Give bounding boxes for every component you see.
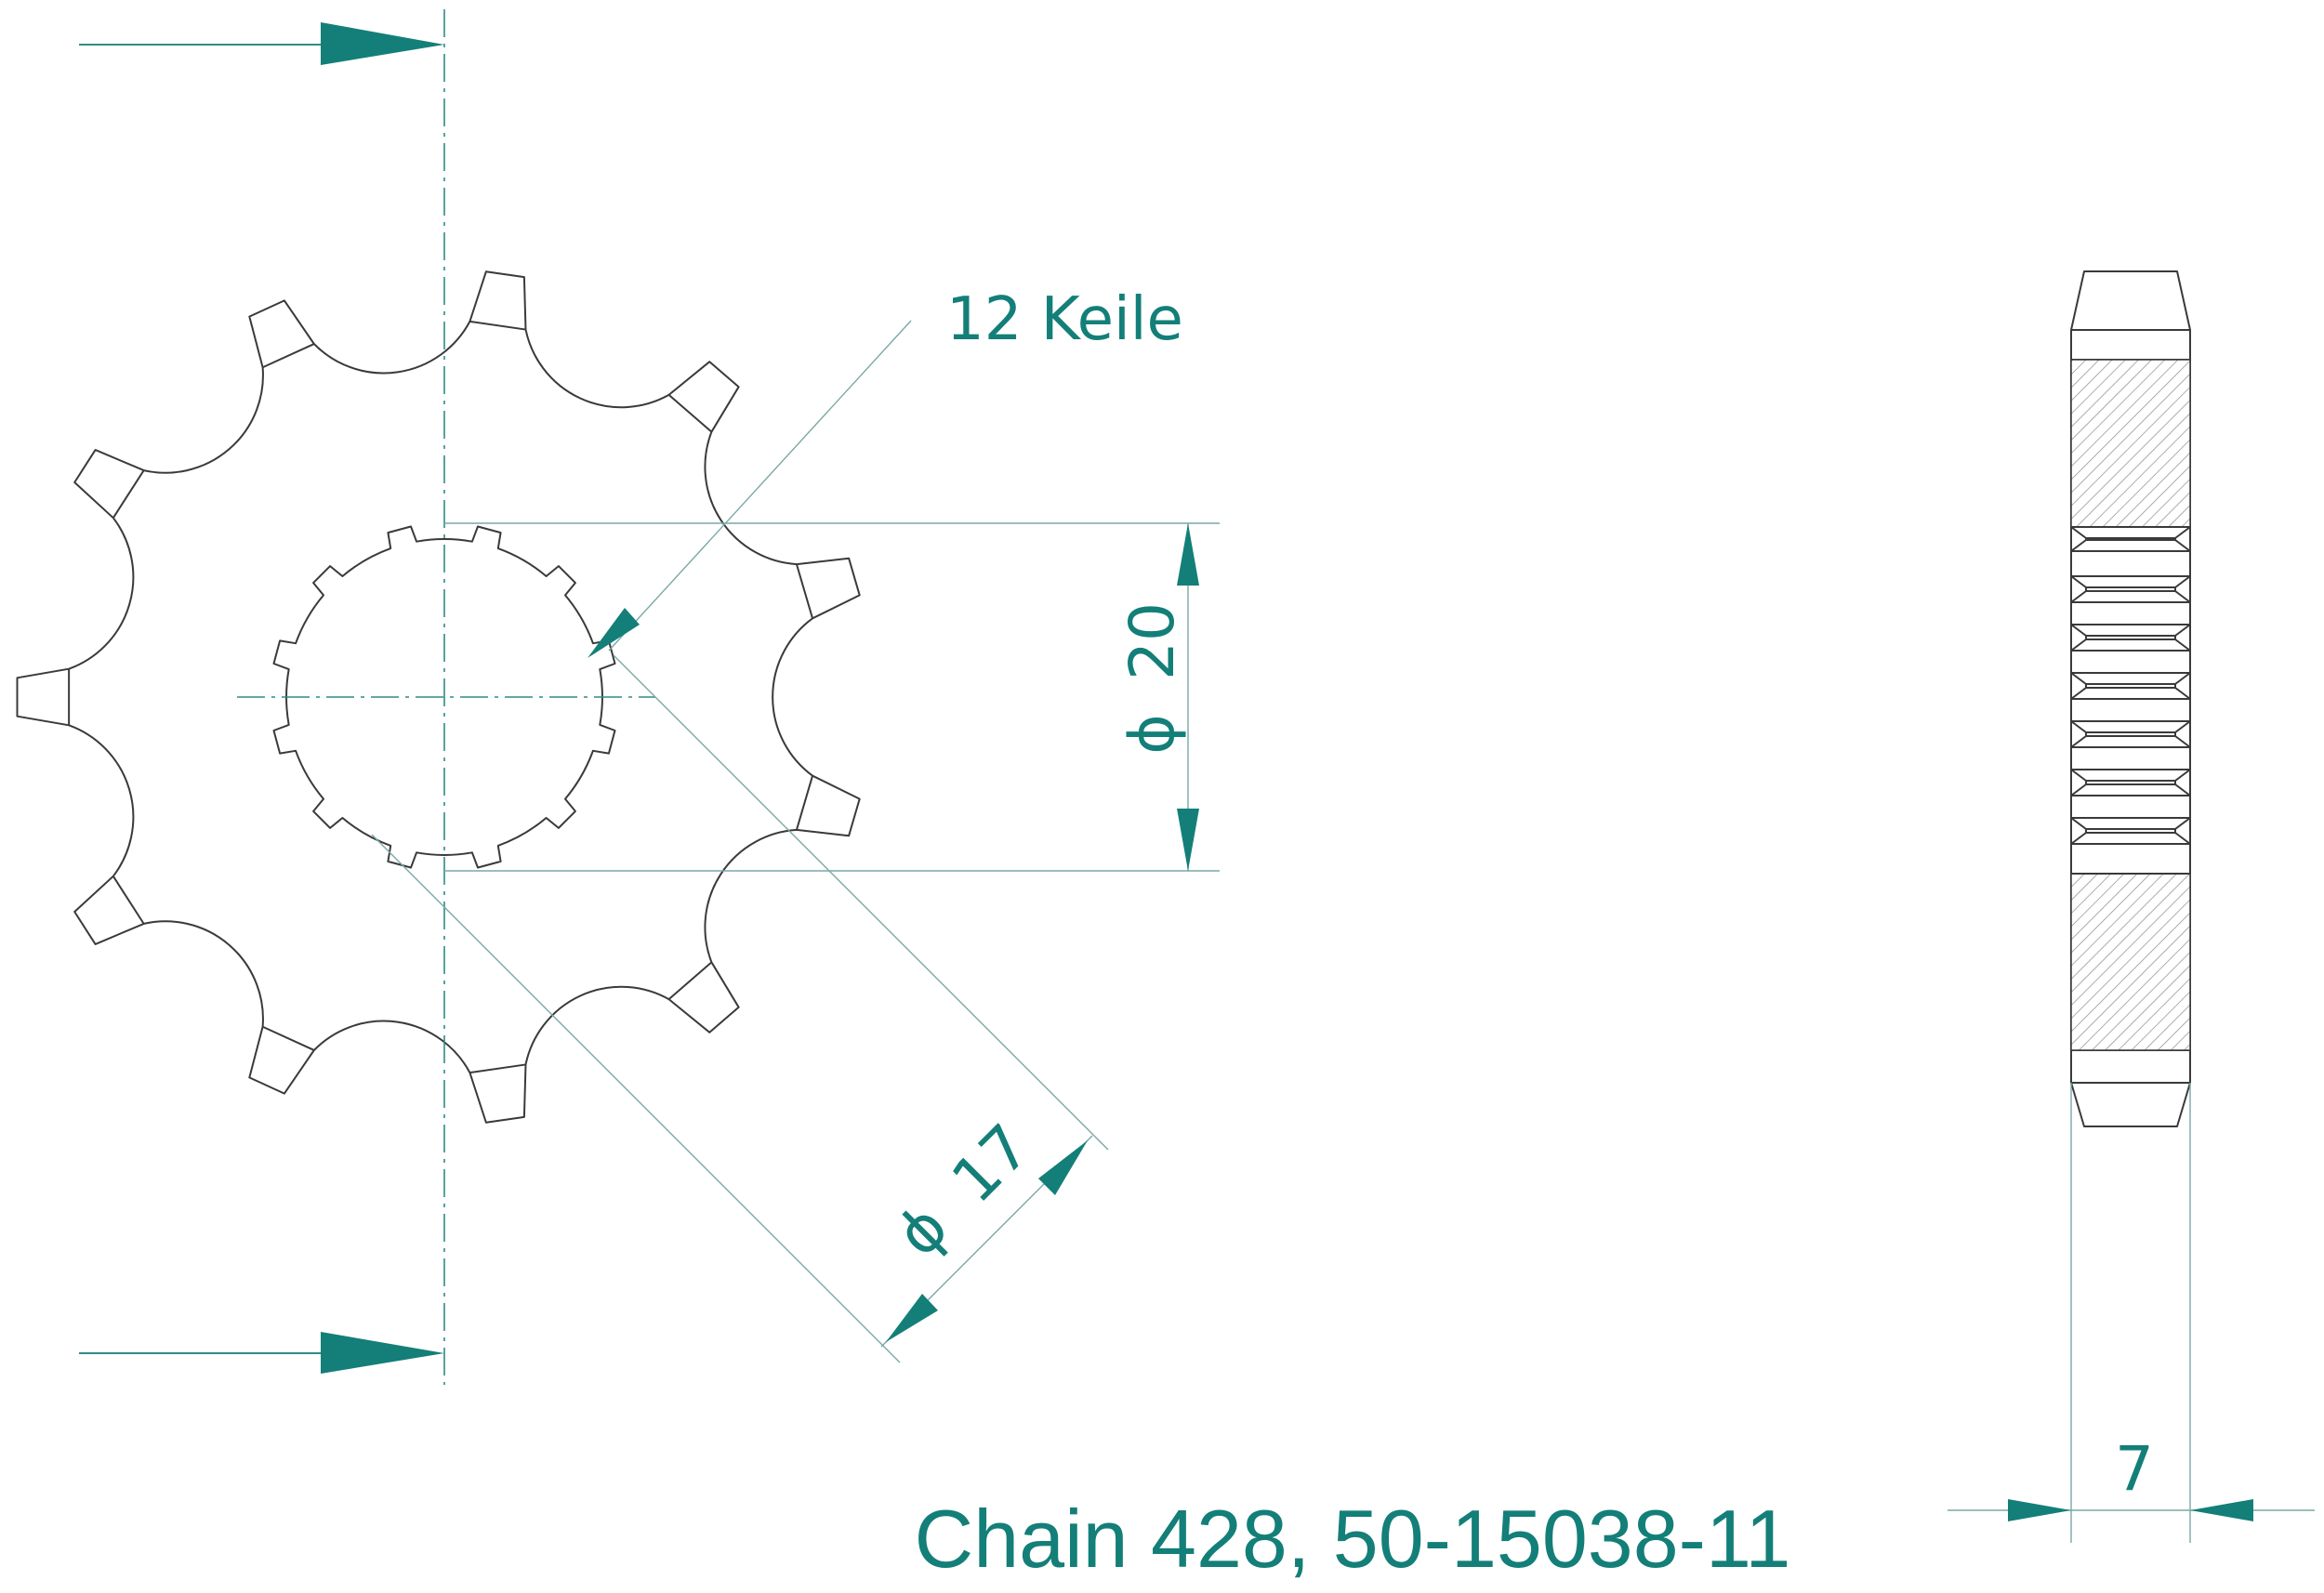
section-marker-top [79,22,444,65]
spline-band [2070,526,2191,875]
outer-diameter-value: 20 [1116,602,1188,680]
hatched-section-top [2070,359,2191,528]
drawing-title: Chain 428, 50-15038-11 [915,1493,1791,1585]
leader-arrow-icon [588,608,640,658]
dimension-arrow-icon [2190,1499,2253,1521]
section-marker-bottom [79,1332,444,1374]
sprocket-side-view [2070,270,2191,1127]
dimension-arrow-icon [1177,523,1199,586]
dimension-arrow-icon [1177,809,1199,871]
inner-diameter-symbol: ϕ [882,1191,961,1270]
width-value: 7 [2115,1433,2154,1505]
sprocket-tooth-chamfers [68,320,814,1074]
outer-diameter-dimension: ϕ 20 [444,522,1220,872]
dimension-arrow-icon [2008,1499,2071,1521]
dimension-arrow-icon [1038,1140,1088,1195]
width-dimension: 7 [1948,1083,2315,1543]
spline-bore-outline [272,525,616,869]
splines-callout: 12 Keile [588,285,1183,658]
hatched-section-bottom [2070,873,2191,1051]
splines-label: 12 Keile [946,285,1183,354]
outer-diameter-symbol: ϕ [1116,714,1188,755]
dimension-arrow-icon [886,1294,938,1342]
